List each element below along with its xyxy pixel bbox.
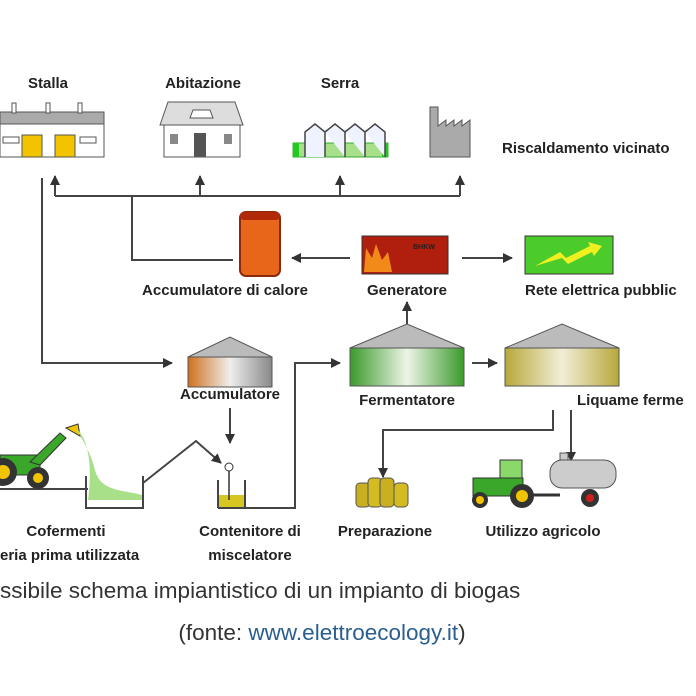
lower-flow-lines	[0, 358, 576, 509]
stable-icon	[0, 102, 105, 158]
source-suffix: )	[458, 620, 466, 645]
figure-caption: ssibile schema impiantistico di un impia…	[0, 578, 521, 603]
label-liquame: Liquame ferme	[577, 392, 684, 409]
cosubstrate-pile-icon	[76, 428, 144, 509]
mixer-container-icon	[217, 462, 246, 508]
label-serra: Serra	[321, 75, 360, 92]
heat-storage-icon	[239, 211, 281, 277]
label-miscelatore: miscelatore	[208, 547, 291, 564]
label-preparazione: Preparazione	[338, 523, 432, 540]
generator-icon: BHKW	[361, 235, 449, 275]
label-contenitore: Contenitore di	[199, 523, 301, 540]
fermenter-icon	[349, 323, 465, 387]
label-abitazione: Abitazione	[165, 75, 241, 92]
source-link[interactable]: www.elettroecology.it	[248, 620, 459, 645]
label-materia-prima: eria prima utilizzata	[0, 547, 140, 564]
label-accumulatore: Accumulatore	[180, 386, 280, 403]
heat-distribution-lines	[41, 175, 465, 368]
label-accumulatore-calore: Accumulatore di calore	[142, 282, 308, 299]
label-stalla: Stalla	[28, 75, 69, 92]
label-riscaldamento-vicinato: Riscaldamento vicinato	[502, 140, 670, 157]
house-icon	[159, 101, 244, 158]
digestate-tank-icon	[504, 323, 620, 387]
label-fermentatore: Fermentatore	[359, 392, 455, 409]
generator-badge: BHKW	[413, 244, 435, 251]
figure-source: (fonte: www.elettroecology.it)	[0, 620, 644, 646]
power-grid-icon	[524, 235, 614, 275]
label-generatore: Generatore	[367, 282, 447, 299]
label-rete-elettrica: Rete elettrica pubblic	[525, 282, 677, 299]
greenhouse-icon	[292, 123, 389, 158]
loader-tractor-icon	[0, 423, 81, 489]
source-prefix: (fonte:	[178, 620, 249, 645]
label-utilizzo-agricolo: Utilizzo agricolo	[485, 523, 600, 540]
tractor-tanker-icon	[472, 452, 617, 508]
label-cofermenti: Cofermenti	[26, 523, 105, 540]
bags-icon	[355, 477, 409, 508]
factory-icon	[429, 106, 471, 158]
storage-tank-icon	[187, 336, 273, 388]
